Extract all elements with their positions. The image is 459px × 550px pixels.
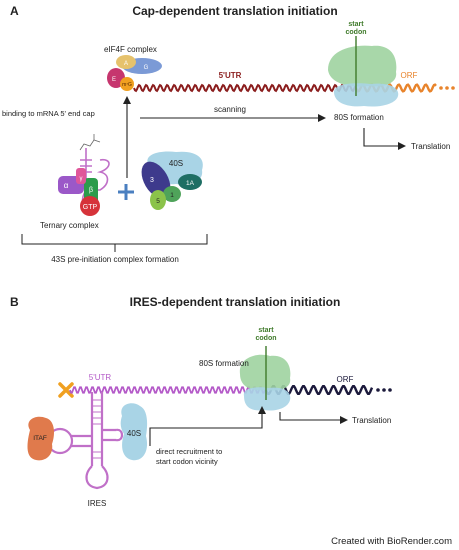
utr-a-label: 5'UTR (219, 71, 242, 80)
eif2-gamma-shape (76, 168, 86, 184)
utr-b-label: 5'UTR (89, 373, 112, 382)
eif2-beta-letter: β (89, 187, 93, 194)
utr-b-strand (69, 386, 267, 394)
eif4f-complex: A G E m⁷G (107, 55, 162, 91)
eif1a-shape (178, 174, 202, 190)
biorender-credit: Created with BioRender.com (331, 536, 452, 547)
ires-rungs (92, 399, 102, 459)
s40-a-label: 40S (169, 159, 183, 168)
scanning-label: scanning (214, 105, 246, 114)
s80-b-label: 80S formation (199, 359, 249, 368)
translation-a-arrowhead (398, 142, 406, 150)
translation-a-label: Translation (411, 142, 450, 151)
plus-icon (118, 184, 134, 200)
gtp-label: GTP (83, 204, 98, 211)
eif2-gamma-letter: γ (80, 176, 83, 182)
ires-side-arm (70, 434, 92, 448)
ires-label: IRES (88, 499, 107, 508)
panel-a-letter: A (10, 4, 19, 18)
translation-b-label: Translation (352, 416, 391, 425)
panel-a: A Cap-dependent translation initiation 5… (2, 4, 455, 264)
pre-initiation-complex: 40S 3 1A 1 5 (141, 151, 203, 210)
panel-b-letter: B (10, 295, 19, 309)
s40-b-label: 40S (127, 429, 141, 438)
translation-a-arrow (363, 128, 400, 147)
panel-b: B IRES-dependent translation initiation … (10, 295, 392, 508)
cap-circle (120, 77, 134, 91)
direct-label-line1: direct recruitment to (156, 447, 222, 456)
utr-a-strand (133, 83, 357, 93)
ribosome-40s-b-shape (120, 403, 148, 461)
panel-a-title: Cap-dependent translation initiation (132, 4, 337, 18)
binding-label: binding to mRNA 5' end cap (2, 109, 95, 118)
orf-a-label: ORF (401, 71, 418, 80)
ires-structure (46, 392, 124, 490)
eif3-letter: 3 (150, 177, 154, 184)
recruitment-arrow (149, 412, 263, 446)
orf-b-label: ORF (337, 375, 354, 384)
ires-right-arm (102, 428, 116, 442)
start-codon-a-line2: codon (346, 29, 367, 36)
ribosome-80s-a (328, 45, 399, 107)
translation-b-arrow (279, 412, 342, 421)
ires-right-loop (115, 428, 124, 442)
eif4f-label: eIF4F complex (104, 45, 157, 54)
scanning-arrowhead (318, 114, 326, 122)
eif5-letter: 5 (156, 198, 160, 205)
panel-b-title: IRES-dependent translation initiation (130, 295, 341, 309)
gtp-shape (80, 196, 100, 216)
eif1a-letter: 1A (186, 180, 195, 187)
orf-b-dots (376, 388, 392, 392)
ribosome-large-subunit-a (328, 45, 397, 87)
binding-arrowhead (123, 96, 131, 104)
start-codon-a-line1: start (348, 21, 364, 28)
ribosome-large-subunit-b (239, 354, 291, 391)
eif1-shape (163, 186, 181, 202)
eif4g-letter: G (144, 65, 149, 71)
direct-label-line2: start codon vicinity (156, 457, 218, 466)
orf-a-dots (439, 86, 455, 90)
pic-bracket (21, 234, 208, 245)
met-residue (79, 134, 101, 151)
ribosome-small-subunit-b (243, 387, 291, 411)
start-codon-b-line1: start (258, 327, 274, 334)
ires-base-loop (85, 465, 109, 490)
eif1-letter: 1 (170, 192, 174, 199)
pic-label: 43S pre-initiation complex formation (51, 255, 179, 264)
ternary-label: Ternary complex (40, 221, 99, 230)
eif4a-shape (116, 55, 136, 69)
start-codon-b-line2: codon (256, 335, 277, 342)
translation-b-arrowhead (340, 416, 348, 424)
eif5-shape (150, 190, 166, 210)
ribosome-small-subunit-a (334, 83, 399, 107)
eif3-shape (141, 161, 171, 199)
s80-a-label: 80S formation (334, 113, 384, 122)
itaf-label: ITAF (33, 435, 47, 442)
eif2-alpha-letter: α (64, 181, 69, 190)
recruitment-arrowhead (258, 406, 266, 414)
ternary-complex: α β γ GTP (58, 134, 110, 216)
ribosome-80s-b (239, 354, 291, 411)
cap-label: m⁷G (122, 82, 132, 88)
eif4a-letter: A (124, 61, 128, 67)
itaf-shape (27, 416, 54, 461)
blocked-cap-x-icon (58, 382, 74, 398)
eif4e-letter: E (112, 77, 116, 83)
